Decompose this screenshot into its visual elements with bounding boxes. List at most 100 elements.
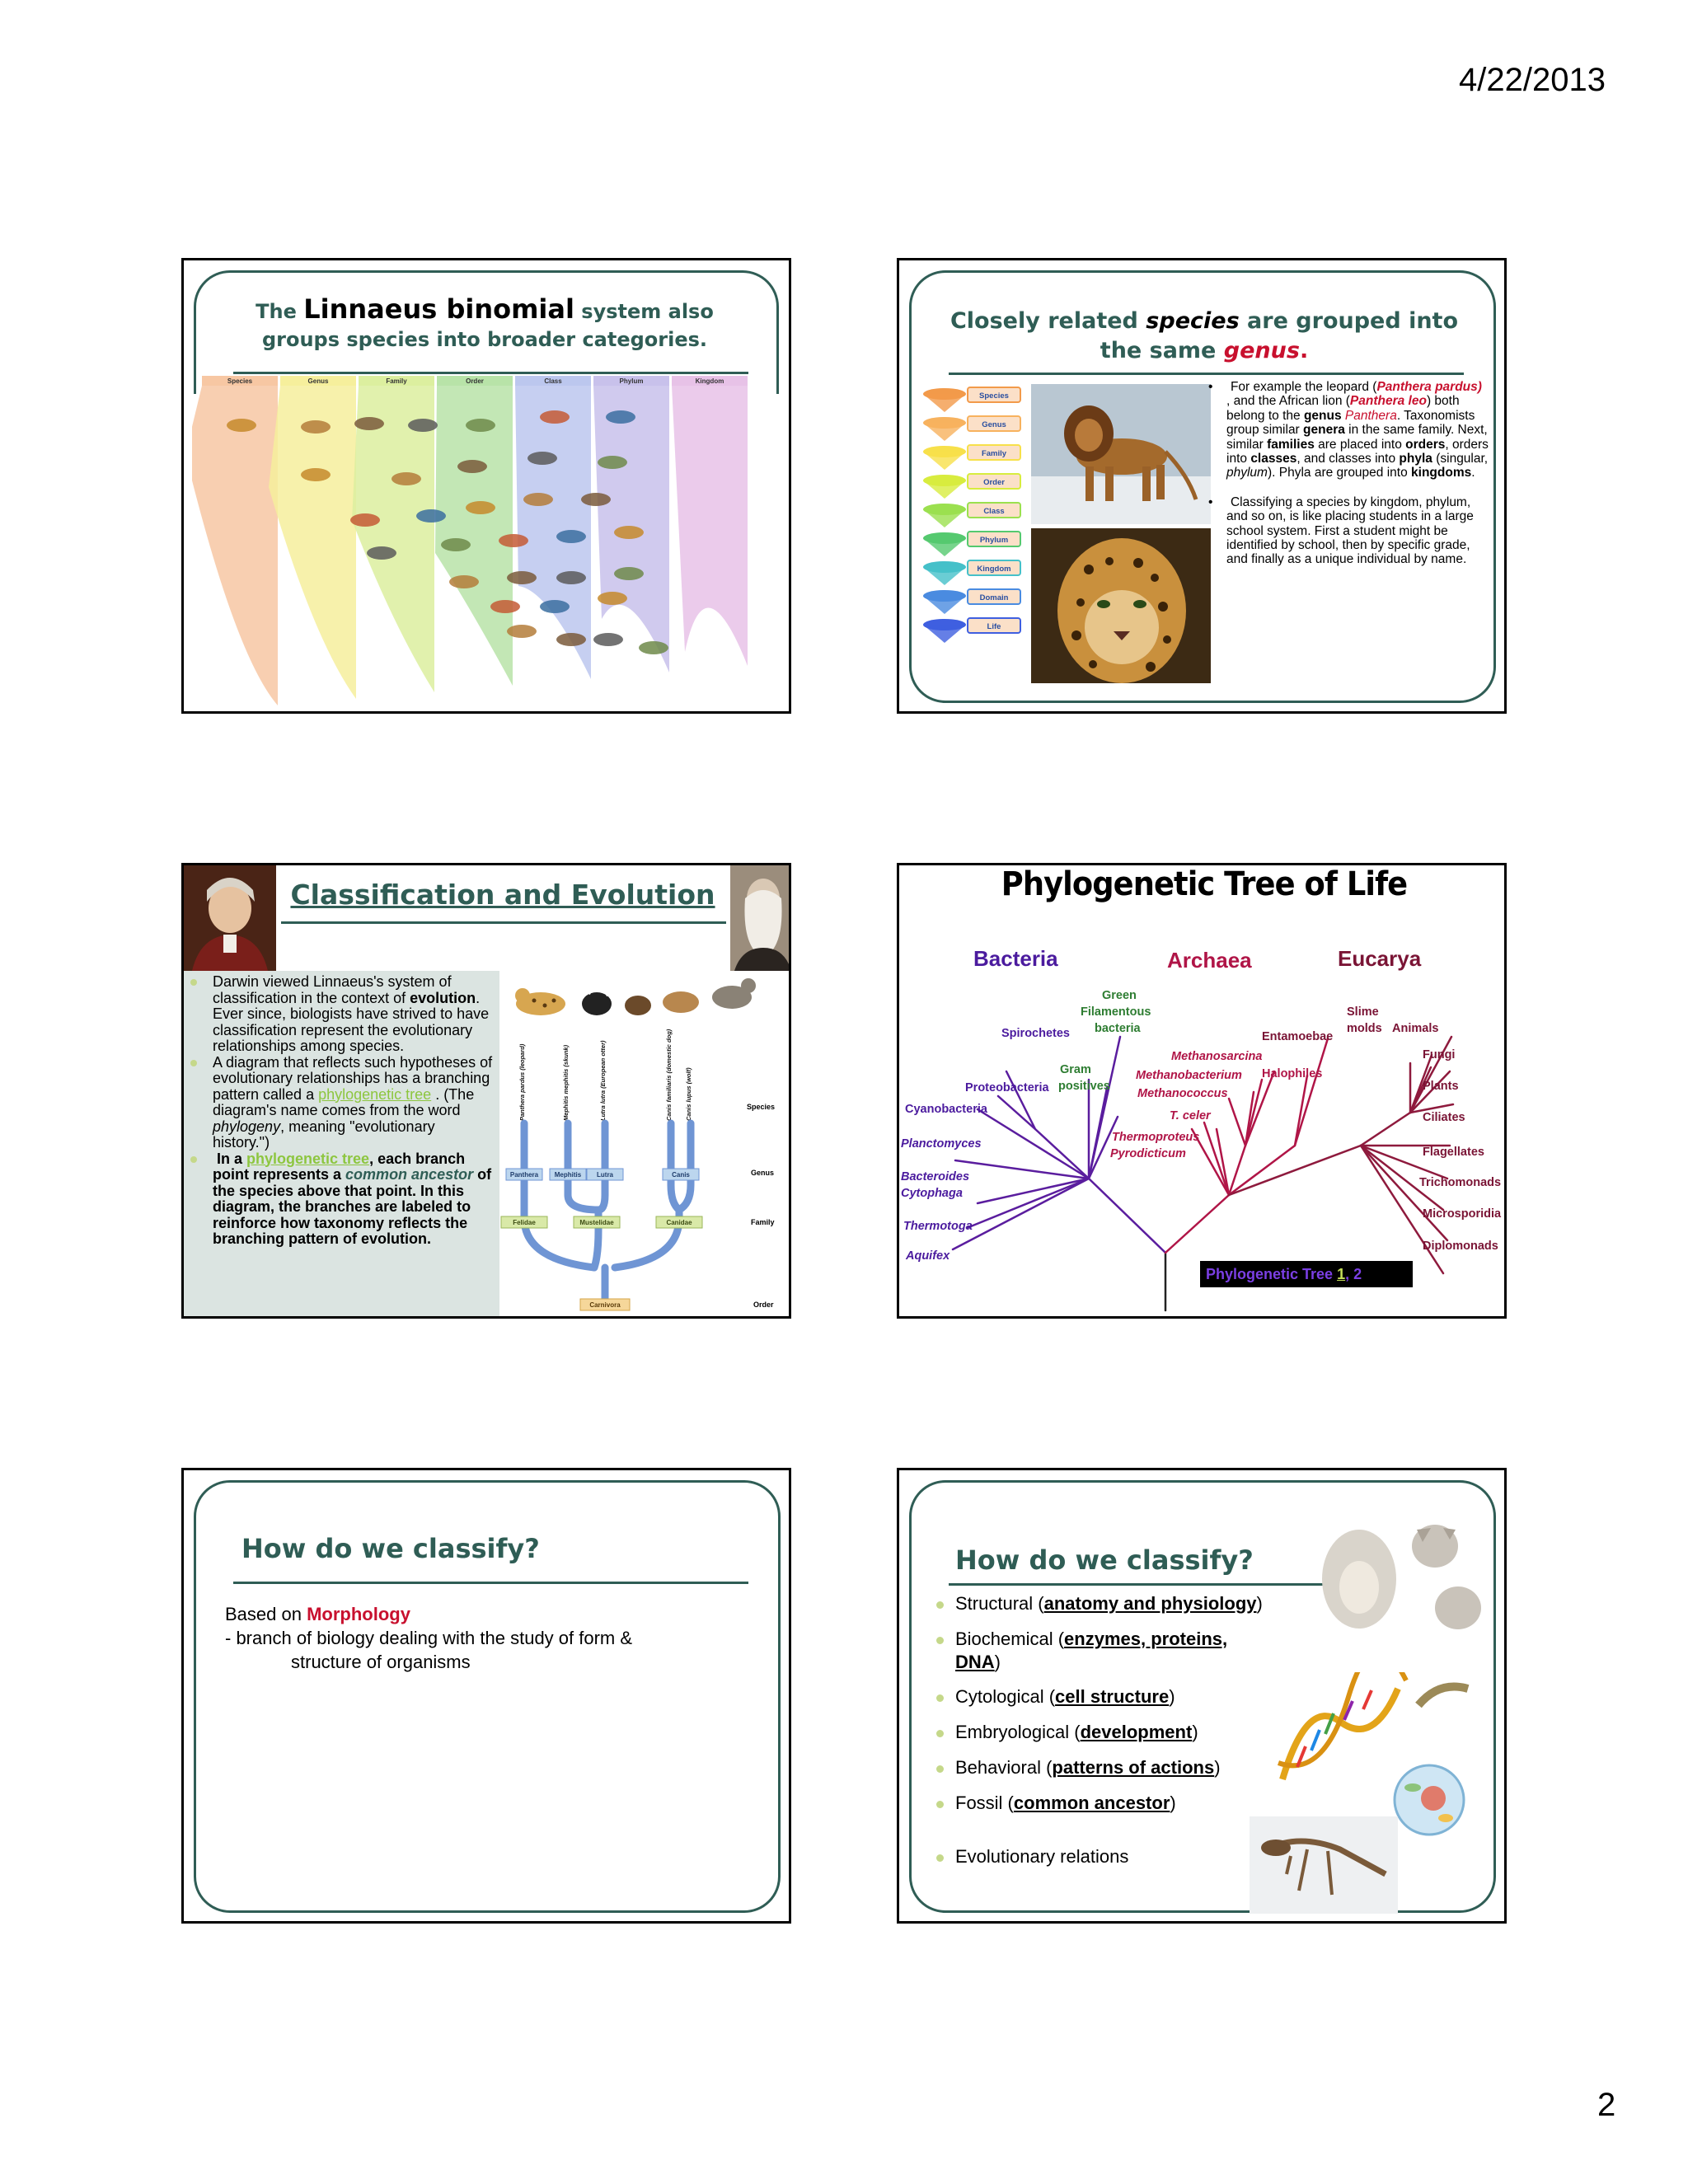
funnel-label-box <box>967 502 1021 518</box>
slide-how-classify-types: How do we classify? Structural (anatomy … <box>897 1468 1507 1924</box>
band-label: Order <box>466 377 484 385</box>
method-item: Structural (anatomy and physiology) <box>936 1592 1263 1615</box>
rank-label-genus: Genus <box>751 1169 774 1177</box>
animal-icon <box>556 571 586 584</box>
slide-phylogenetic-tree-of-life: Phylogenetic Tree of Life <box>897 863 1507 1319</box>
taxon-label: Filamentous <box>1081 1005 1151 1019</box>
animal-silhouettes <box>515 978 756 1015</box>
domain-bacteria: Bacteria <box>973 946 1058 971</box>
family-node <box>573 1216 621 1229</box>
title-underline <box>949 373 1464 375</box>
caption-link-2[interactable]: 2 <box>1353 1266 1362 1282</box>
morphology-text: Based on Morphology - branch of biology … <box>225 1604 633 1672</box>
fan-band <box>672 386 748 666</box>
funnel-cone <box>923 567 966 585</box>
taxon-label: Proteobacteria <box>965 1081 1049 1094</box>
method-keyword: anatomy and physiology <box>1043 1593 1257 1614</box>
bullet-dot <box>936 1854 944 1862</box>
funnel-cone <box>923 423 966 441</box>
method-keyword: cell structure <box>1055 1686 1170 1707</box>
funnel-cone <box>923 625 966 643</box>
band-header <box>202 376 278 386</box>
taxonomy-funnel-diagram: SpeciesGenusFamilyOrderClassPhylumKingdo… <box>923 387 1021 643</box>
taxon-label: T. celer <box>1170 1109 1211 1122</box>
fan-band <box>352 386 434 692</box>
taxon-label: Methanococcus <box>1137 1087 1228 1100</box>
page-number: 2 <box>1597 2087 1616 2123</box>
band-label: Class <box>544 377 562 385</box>
phylogenetic-tree-link[interactable]: phylogenetic tree <box>318 1085 432 1103</box>
order-node <box>579 1298 631 1311</box>
method-item: DNA) <box>955 1652 1001 1672</box>
taxon-label: Ciliates <box>1423 1111 1465 1124</box>
caption-box <box>1200 1261 1413 1287</box>
funnel-label-box <box>967 531 1021 547</box>
rank-label-species: Species <box>747 1103 775 1111</box>
taxon-label: Methanosarcina <box>1171 1050 1263 1063</box>
taxon-label: Spirochetes <box>1001 1027 1070 1040</box>
method-item: Fossil (common ancestor) <box>936 1792 1176 1815</box>
phylogenetic-tree-link[interactable]: phylogenetic tree <box>246 1150 370 1167</box>
title-underline <box>233 372 748 374</box>
genus-node <box>586 1168 624 1181</box>
band-header <box>672 376 748 386</box>
animal-icon <box>499 534 528 547</box>
animal-icon <box>556 633 586 646</box>
fan-band <box>269 386 356 699</box>
funnel-label-box <box>967 444 1021 461</box>
genus-label: Mephitis <box>555 1171 582 1179</box>
funnel-cone <box>923 452 966 470</box>
taxon-label: positives <box>1058 1080 1110 1093</box>
bullet-dot <box>936 1636 944 1644</box>
band-label: Kingdom <box>696 377 724 385</box>
tree-of-life-diagram <box>951 1035 1455 1312</box>
animal-icon <box>367 546 396 560</box>
animal-icon <box>227 419 256 432</box>
slide-title: How do we classify? <box>241 1533 540 1564</box>
lion-cat-sketches <box>1322 1525 1481 1629</box>
slide-title: Classification and Evolution <box>290 879 715 911</box>
slide-title: Phylogenetic Tree of Life <box>1001 865 1408 903</box>
bullet-branching: A diagram that reflects such hypotheses … <box>190 1054 494 1151</box>
funnel-label: Class <box>983 507 1004 516</box>
title-underline <box>949 1583 1361 1586</box>
funnel-label-box <box>967 473 1021 490</box>
taxon-label: Microsporidia <box>1423 1207 1502 1221</box>
method-item: Cytological (cell structure) <box>936 1685 1175 1708</box>
method-keyword: patterns of actions <box>1052 1757 1215 1778</box>
animal-icon <box>614 526 644 539</box>
funnel-cone <box>923 538 966 556</box>
animal-icon <box>354 417 384 430</box>
bullet-dot <box>936 1765 944 1773</box>
species-label: Mephitis mephitis (skunk) <box>562 1044 570 1121</box>
taxon-label: Cytophaga <box>901 1187 963 1200</box>
genus-node <box>505 1168 543 1181</box>
band-header <box>359 376 434 386</box>
taxon-label: Diplomonads <box>1423 1240 1498 1253</box>
band-label: Phylum <box>620 377 644 385</box>
animal-icon <box>606 410 635 424</box>
species-label: Panthera pardus (leopard) <box>518 1043 526 1121</box>
bullet-list: Darwin viewed Linnaeus's system of class… <box>190 973 494 1248</box>
slide-frame <box>909 270 1496 703</box>
caption-link-1[interactable]: 1 <box>1337 1266 1346 1282</box>
title-underline <box>233 1582 748 1584</box>
funnel-label: Genus <box>982 420 1006 429</box>
animal-icon <box>614 567 644 580</box>
funnel-cone <box>923 596 966 614</box>
method-keyword: enzymes, proteins, <box>1064 1629 1228 1649</box>
animal-icon <box>523 493 553 506</box>
funnel-label: Domain <box>980 593 1009 602</box>
band-label: Genus <box>308 377 329 385</box>
rank-label-order: Order <box>753 1301 774 1309</box>
fan-band <box>435 386 513 686</box>
method-keyword: common ancestor <box>1013 1793 1170 1813</box>
method-item: Embryological (development) <box>936 1721 1198 1744</box>
animal-icon <box>408 419 438 432</box>
slide-title: Closely related species are grouped into… <box>950 308 1459 363</box>
animal-icon <box>540 410 570 424</box>
domain-archaea: Archaea <box>1167 948 1252 972</box>
bullet-list: • For example the leopard (Panthera pard… <box>1208 380 1489 567</box>
taxon-label: Animals <box>1392 1022 1439 1035</box>
